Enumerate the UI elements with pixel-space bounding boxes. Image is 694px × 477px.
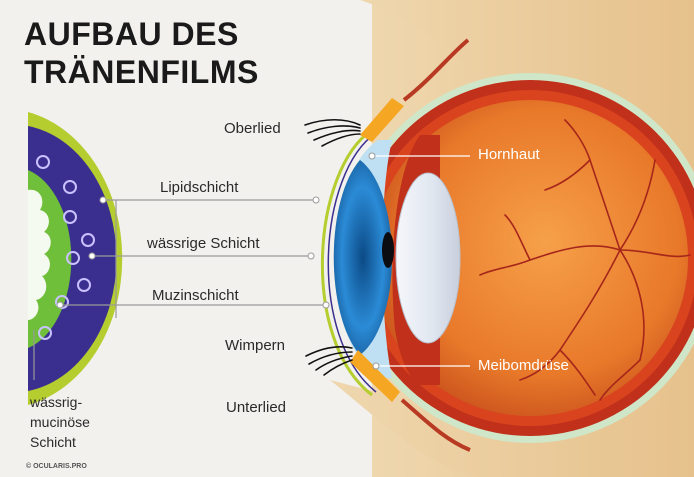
stack-line-2: mucinöse <box>30 412 90 432</box>
label-waessrige-schicht: wässrige Schicht <box>147 235 260 252</box>
title-line-2: TRÄNENFILMS <box>24 54 259 90</box>
label-wimpern: Wimpern <box>225 337 285 354</box>
pupil <box>382 232 394 268</box>
label-unterlied: Unterlied <box>226 399 286 416</box>
stack-line-3: Schicht <box>30 432 90 452</box>
label-muzinschicht: Muzinschicht <box>152 287 239 304</box>
lens <box>396 173 460 343</box>
stack-line-1: wässrig- <box>30 392 90 412</box>
label-oberlied: Oberlied <box>224 120 281 137</box>
title-line-1: AUFBAU DES <box>24 16 239 52</box>
label-meibomdruese: Meibomdrüse <box>478 357 569 374</box>
credit: © OCULARIS.PRO <box>26 463 87 470</box>
label-hornhaut: Hornhaut <box>478 146 540 163</box>
label-lipidschicht: Lipidschicht <box>160 179 238 196</box>
label-waessrig-mucinoese-schicht: wässrig- mucinöse Schicht <box>30 392 90 452</box>
